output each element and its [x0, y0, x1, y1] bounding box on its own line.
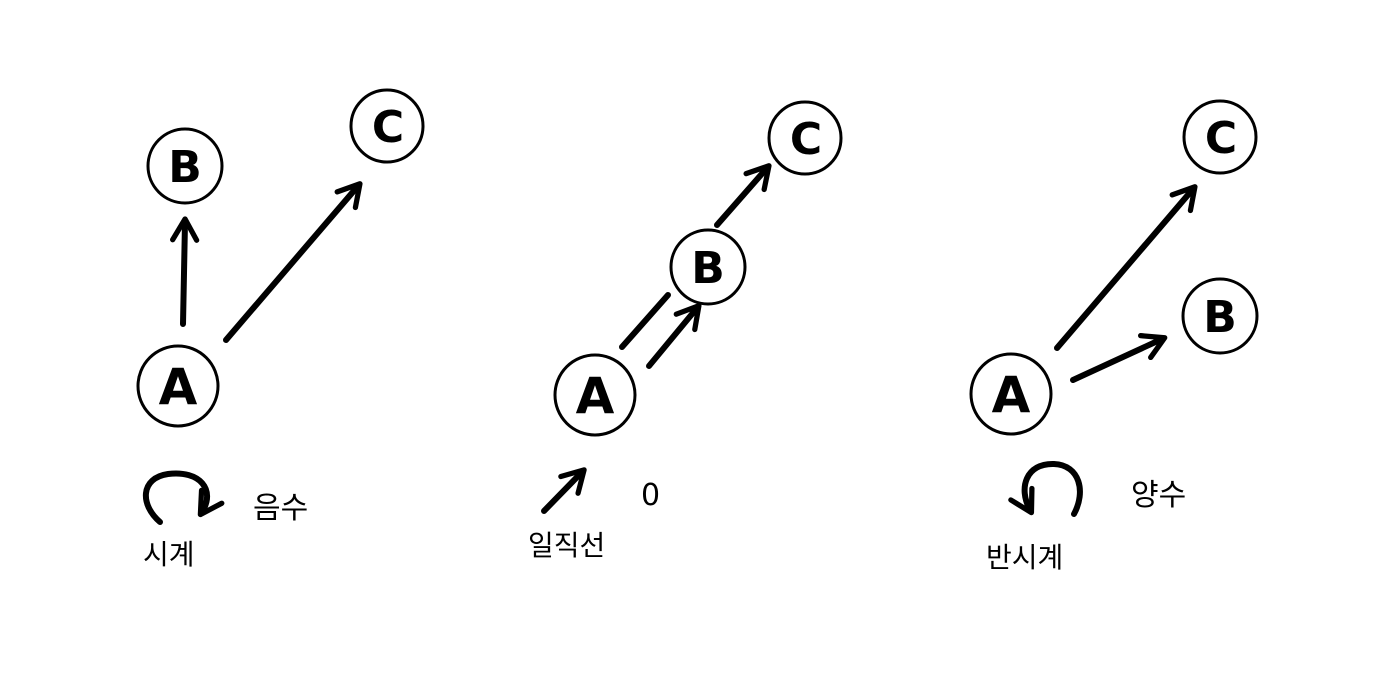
node-a-label: A — [992, 366, 1031, 424]
arrow-a-to-c — [1054, 184, 1198, 351]
panel-counterclockwise: C B A 반시계 양수 — [969, 99, 1259, 574]
node-c-label: C — [372, 102, 404, 153]
direction-label-counterclockwise: 반시계 — [986, 541, 1063, 574]
node-b-label: B — [1203, 292, 1237, 343]
node-c-label: C — [790, 114, 822, 165]
arrow-a-to-b — [170, 216, 200, 327]
arrow-a-to-b — [1070, 333, 1168, 383]
sign-label-zero: 0 — [641, 478, 660, 513]
node-b-label: B — [691, 243, 725, 294]
panel-collinear: C B A 일직선 0 — [528, 100, 843, 562]
node-a: A — [136, 344, 220, 428]
arrow-a-to-c — [223, 181, 363, 343]
node-b-label: B — [168, 142, 202, 193]
arrow-b-to-c — [714, 163, 772, 228]
direction-label-collinear: 일직선 — [528, 529, 605, 562]
arrow-a-to-c-segment — [619, 292, 671, 350]
panel-clockwise: B C A 시계 음수 — [136, 88, 425, 571]
node-a: A — [969, 352, 1053, 436]
node-a-label: A — [159, 358, 198, 416]
node-c: C — [767, 100, 843, 176]
node-b: B — [669, 228, 747, 306]
node-b: B — [146, 127, 224, 205]
node-b: B — [1181, 277, 1259, 355]
straight-arrow-icon — [541, 467, 587, 514]
sign-label-positive: 양수 — [1131, 478, 1186, 513]
direction-label-clockwise: 시계 — [143, 538, 195, 571]
node-c: C — [349, 88, 425, 164]
arrow-a-to-b — [646, 303, 702, 369]
sign-label-negative: 음수 — [253, 491, 308, 526]
clockwise-arrow-icon — [143, 470, 225, 525]
node-c-label: C — [1205, 113, 1237, 164]
node-c: C — [1182, 99, 1258, 175]
counterclockwise-arrow-icon — [1008, 460, 1083, 517]
node-a: A — [553, 353, 637, 437]
node-a-label: A — [576, 367, 615, 425]
